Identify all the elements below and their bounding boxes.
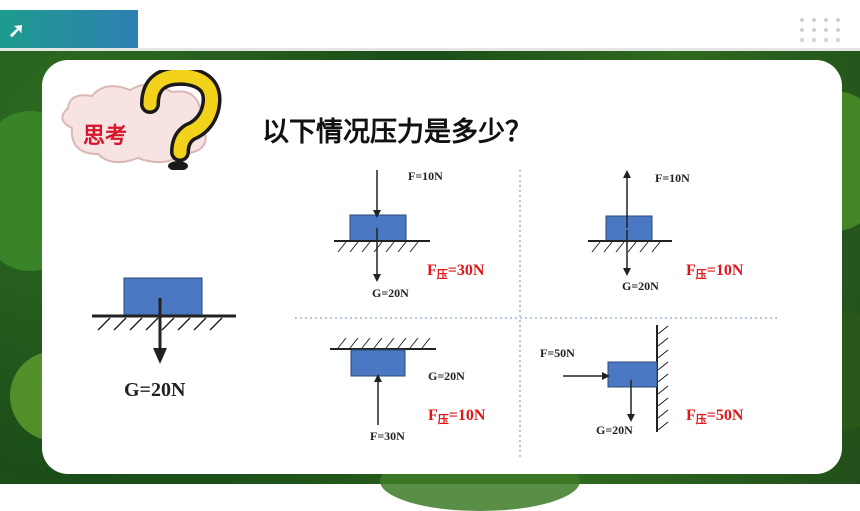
header-tab: ➚ [0,10,138,50]
case-1-answer: F压=30N [427,262,485,281]
decorative-dots [800,18,850,48]
case-3-force: F=30N [370,429,405,443]
case-2-force: F=10N [655,171,690,185]
question-mark-icon [140,65,222,171]
case-4-force: F=50N [540,346,575,360]
case-2-answer: F压=10N [686,262,744,281]
case-1-force: F=10N [408,169,443,183]
main-figure: G=20N [92,277,236,401]
force-diagrams: G=20N F=10N G=20N F压=30N F=10N G=20N F压=… [92,169,780,460]
case-4-gravity: G=20N [596,423,633,437]
question-title: 以下情况压力是多少？ [262,117,532,148]
case-2: F=10N G=20N F压=10N [588,170,744,293]
case-2-gravity: G=20N [622,279,659,293]
think-label: 思考 [83,124,128,149]
case-4: F=50N G=20N F压=50N [540,325,744,437]
case-1: F=10N G=20N F压=30N [334,169,485,300]
case-4-answer: F压=50N [686,407,744,426]
case-3-gravity: G=20N [428,369,465,383]
case-3-answer: F压=10N [428,407,486,426]
top-bar: ➚ [0,0,860,51]
case-3: G=20N F=30N F压=10N [330,337,486,443]
main-gravity-label: G=20N [124,379,186,401]
think-bubble [50,65,250,171]
running-person-icon: ➚ [8,20,25,42]
case-1-gravity: G=20N [372,286,409,300]
